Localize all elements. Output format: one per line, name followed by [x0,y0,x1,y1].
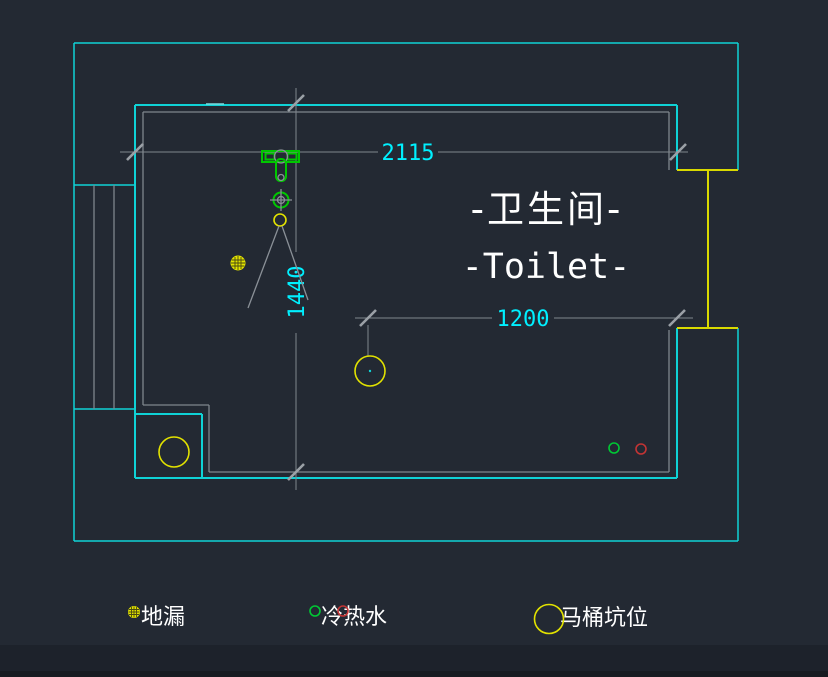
spray-cone-lines [247,225,309,309]
floor-drain-symbol [230,255,246,271]
shaft-partition-lines [93,185,115,409]
room-notch-cyan [136,413,203,477]
shower-faucet-assembly [247,149,309,309]
left-shaft [74,184,135,410]
room-wall-inner-gray [142,111,670,473]
room-title-cn: -卫生间- [471,188,624,231]
legend-item-cold-hot-water: 冷热水 [308,604,387,632]
legend-label-toilet-pit: 马桶坑位 [560,606,649,631]
toilet-pit-circle-corner [158,436,190,468]
dimension-toilet-offset: 1200 [355,307,693,356]
hot-water-point [635,443,647,455]
shower-head-crosshair [270,189,292,211]
toilet-pit-circle-main [354,355,386,387]
legend-item-toilet-pit: 马桶坑位 [533,601,648,637]
shower-point-circle [273,213,287,227]
dimension-height: 1440 [285,88,310,490]
room-wall-cyan [134,103,678,479]
door-opening [677,169,738,329]
spout-outlet-circle [277,173,285,182]
dimension-label-toilet: 1200 [497,307,550,332]
dimension-width: 2115 [120,141,688,166]
legend-label-floor-drain: 地漏 [141,605,186,630]
faucet-handle-right [286,152,298,161]
footer-edge [0,671,828,677]
faucet-handle-left [264,152,276,161]
legend-item-floor-drain: 地漏 [126,604,185,632]
cold-water-point [608,442,620,454]
outer-boundary [73,42,739,542]
faucet-bar [261,150,300,163]
dimension-label-height: 1440 [285,266,310,319]
dimension-label-width: 2115 [382,141,435,166]
cold-hot-water-icon [309,605,349,617]
shower-head-inner [276,195,286,205]
toilet-pit-icon [533,603,565,635]
room-title-en: -Toilet- [462,247,631,287]
faucet-valve-circle [273,149,289,164]
floor-drain-icon [128,606,140,618]
